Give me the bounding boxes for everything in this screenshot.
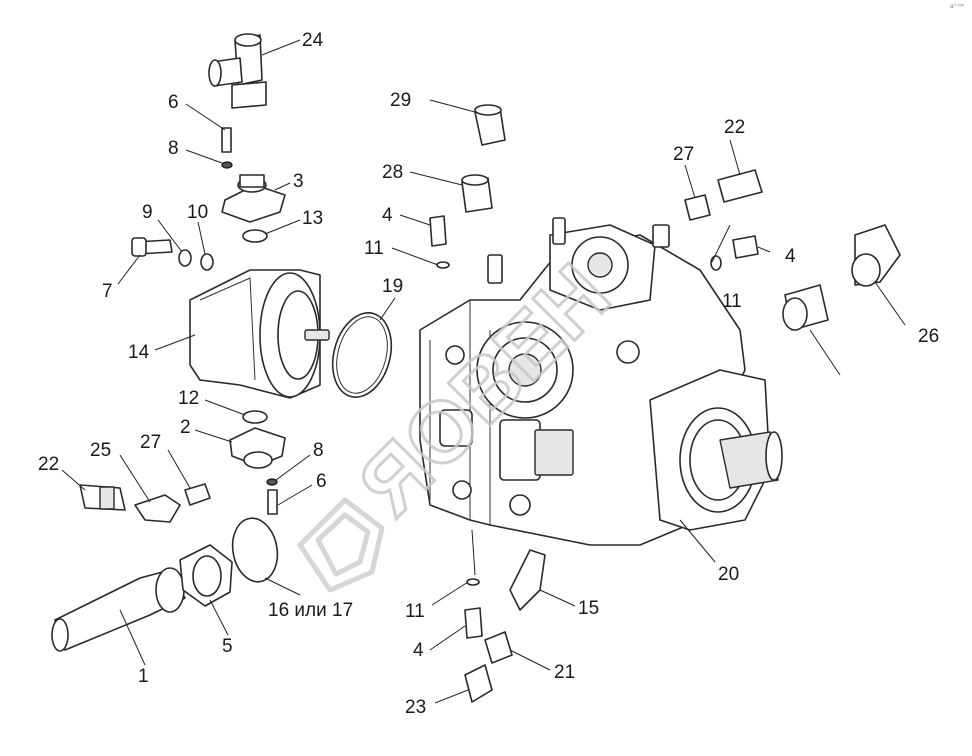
leader-lines [61, 39, 906, 704]
elbow-15 [509, 549, 546, 611]
fitting-29 [782, 284, 829, 331]
callout-8-top: 8 [168, 138, 179, 159]
ring-12 [242, 410, 268, 424]
fitting-20 [484, 631, 513, 664]
callout-11-bottom: 11 [405, 601, 425, 622]
callout-22: 23 [405, 697, 426, 718]
callout-1: 1 [138, 666, 149, 687]
callout-9: 9 [142, 202, 153, 223]
callout-labels: 24 6 8 3 13 9 10 7 14 12 2 27 25 22 8 6 … [38, 30, 939, 718]
washer-11-top [436, 261, 450, 269]
callout-14: 14 [128, 342, 150, 363]
washer-8-low [266, 478, 278, 486]
fitting-27 [461, 174, 493, 213]
washer-11-right [710, 255, 722, 271]
callout-18: 19 [382, 276, 403, 297]
pump-body [419, 217, 783, 546]
pipe-1 [51, 567, 186, 652]
callout-3: 3 [293, 171, 304, 192]
washer-9 [178, 249, 192, 267]
elbow-24 [134, 494, 181, 523]
washer-8-top [221, 161, 233, 169]
callout-28: 29 [390, 90, 411, 111]
callout-24: 25 [90, 440, 111, 461]
callout-27: 28 [382, 162, 403, 183]
fitting-21-right [717, 169, 763, 203]
callout-6-top: 6 [168, 92, 179, 113]
callout-5: 5 [222, 636, 233, 657]
callout-12: 12 [178, 388, 199, 409]
callout-19: 20 [718, 564, 739, 585]
callout-13: 13 [302, 208, 323, 229]
fitting-26-right [684, 194, 711, 221]
fitting-4-top [429, 215, 447, 247]
callout-23: 24 [302, 30, 324, 51]
washer-11-bottom [466, 578, 480, 586]
callout-4-top: 4 [382, 205, 393, 226]
callout-15: 15 [578, 598, 599, 619]
callout-4-bottom: 4 [413, 640, 424, 661]
callout-21-left: 22 [38, 454, 59, 475]
ring-13 [242, 229, 268, 243]
callout-26-right: 27 [673, 144, 694, 165]
callout-8-low: 8 [313, 440, 324, 461]
o-ring-18 [331, 312, 393, 398]
callout-4-right: 4 [785, 246, 796, 267]
callout-2: 2 [180, 417, 191, 438]
corner-mark: a⁰ ᵐᵐ [950, 3, 965, 10]
tee-fitting-23 [208, 33, 267, 109]
callout-16-17: 16 или 17 [268, 600, 353, 621]
callout-11-top: 11 [364, 238, 384, 259]
callout-26-left: 27 [140, 432, 161, 453]
gear-pump-assembly [189, 269, 330, 399]
fitting-4-bottom [464, 607, 483, 639]
flange-2 [229, 427, 286, 469]
fitting-26-left [184, 483, 211, 506]
bolt-6-low [267, 489, 278, 515]
callout-6-low: 6 [316, 471, 327, 492]
elbow-22 [464, 664, 493, 703]
o-ring-16-17 [231, 517, 279, 583]
callout-25: 26 [918, 326, 939, 347]
callout-11-right: 11 [722, 291, 742, 312]
callout-10: 10 [187, 202, 208, 223]
flange-3 [221, 174, 286, 223]
washer-10 [200, 253, 214, 271]
fitting-28 [474, 104, 506, 146]
callout-20: 21 [554, 662, 575, 683]
callout-7: 7 [102, 281, 113, 302]
callout-21-right: 22 [724, 117, 745, 138]
bolt-6-top [221, 127, 232, 153]
fitting-4-right [732, 235, 759, 259]
elbow-25 [851, 224, 901, 287]
